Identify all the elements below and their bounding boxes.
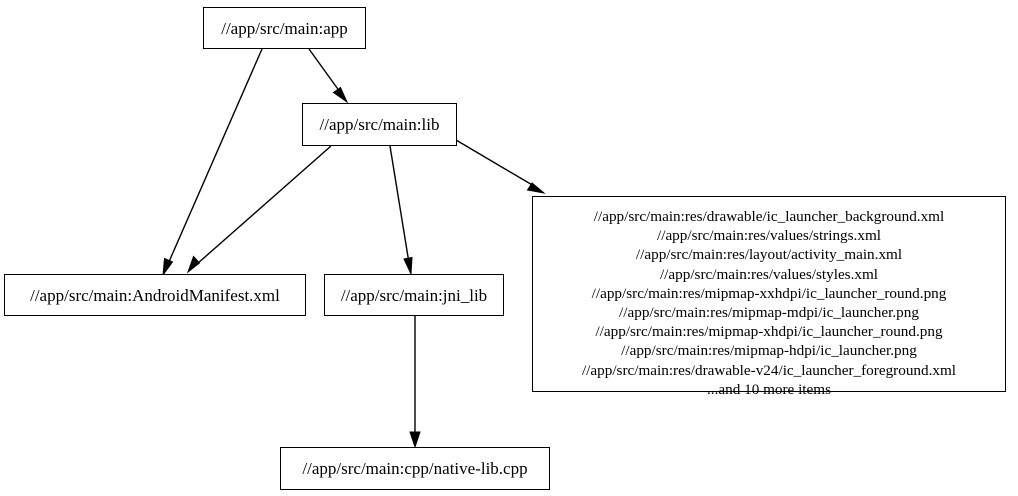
graph-node-lib[interactable]: //app/src/main:lib [302,103,457,146]
res-bundle-line: //app/src/main:res/mipmap-xhdpi/ic_launc… [595,323,943,341]
res-bundle-line: //app/src/main:res/drawable/ic_launcher_… [593,208,945,225]
res-bundle-line: //app/src/main:res/layout/activity_main.… [635,246,903,264]
graph-node-lib-label: //app/src/main:lib [319,115,440,134]
graph-node-res-bundle[interactable]: //app/src/main:res/drawable/ic_launcher_… [532,196,1006,398]
res-bundle-line: //app/src/main:res/values/styles.xml [659,265,879,283]
res-bundle-line: //app/src/main:res/mipmap-xxhdpi/ic_laun… [591,284,947,302]
graph-node-android-manifest-label: //app/src/main:AndroidManifest.xml [30,285,280,305]
edge-app-to-lib [308,48,349,104]
res-bundle-line: //app/src/main:res/values/strings.xml [657,227,881,245]
edge-lib-to-manifest [186,145,332,274]
res-bundle-line: ...and 10 more items [706,380,831,398]
graph-node-jni-lib-label: //app/src/main:jni_lib [340,285,488,305]
graph-node-res-bundle-lines: //app/src/main:res/drawable/ic_launcher_… [539,207,999,399]
graph-node-native-lib-cpp-label: //app/src/main:cpp/native-lib.cpp [302,459,528,478]
graph-node-app-label: //app/src/main:app [221,18,348,38]
graph-node-app[interactable]: //app/src/main:app [203,7,366,49]
res-bundle-line: //app/src/main:res/mipmap-mdpi/ic_launch… [619,304,919,322]
edge-lib-to-jni-lib [389,145,413,275]
edge-jni-lib-to-cpp [409,316,421,449]
res-bundle-line: //app/src/main:res/mipmap-hdpi/ic_launch… [621,342,917,360]
edge-app-to-manifest [162,48,263,277]
edge-lib-to-res-bundle [455,139,546,194]
graph-node-android-manifest[interactable]: //app/src/main:AndroidManifest.xml [4,274,306,316]
graph-node-native-lib-cpp[interactable]: //app/src/main:cpp/native-lib.cpp [280,447,550,490]
graph-node-jni-lib[interactable]: //app/src/main:jni_lib [324,274,504,316]
res-bundle-line: //app/src/main:res/drawable-v24/ic_launc… [581,361,957,379]
